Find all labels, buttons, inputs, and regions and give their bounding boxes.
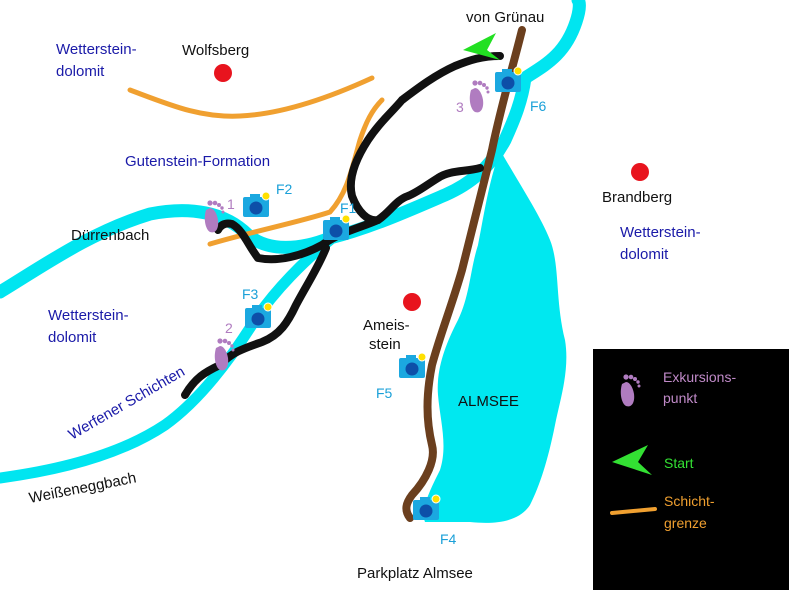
road-to-parkplatz [402, 26, 526, 522]
photo-point-f1-camera-icon[interactable] [322, 214, 351, 241]
excursion-point-3-footprint-icon[interactable] [469, 80, 490, 113]
geo-wetterstein-nw-2: dolomit [56, 63, 105, 80]
weisseneggbach-stream [0, 234, 336, 484]
geo-wetterstein-e-1: Wetterstein- [620, 224, 701, 241]
photo-label-f2: F2 [276, 181, 293, 197]
place-duerrenbach: Dürrenbach [71, 227, 149, 244]
start-arrow-icon [463, 33, 500, 60]
geo-wetterstein-nw-1: Wetterstein- [56, 41, 137, 58]
legend-excursion-line2: punkt [663, 390, 697, 406]
photo-label-f3: F3 [242, 286, 259, 302]
place-brandberg: Brandberg [602, 189, 672, 206]
place-von-gruenau: von Grünau [466, 9, 544, 26]
geo-wetterstein-w-1: Wetterstein- [48, 307, 129, 324]
geo-wetterstein-w-2: dolomit [48, 329, 97, 346]
photo-label-f6: F6 [530, 98, 547, 114]
formation-boundary-south [207, 97, 385, 247]
place-almsee: ALMSEE [458, 393, 519, 410]
map-legend: Exkursions- punkt Start Schicht- grenze [593, 349, 789, 590]
place-ameisstein-1: Ameis- [363, 317, 410, 334]
geo-gutenstein: Gutenstein-Formation [125, 153, 270, 170]
place-parkplatz-almsee: Parkplatz Almsee [357, 565, 473, 582]
geo-wetterstein-e-2: dolomit [620, 246, 669, 263]
legend-excursion-line1: Exkursions- [663, 369, 736, 385]
ameisstein-peak-icon [403, 293, 421, 311]
photo-point-f4-camera-icon[interactable] [412, 494, 441, 521]
place-ameisstein-2: stein [369, 336, 401, 353]
almsee-lake [423, 150, 567, 523]
place-wolfsberg: Wolfsberg [182, 42, 249, 59]
excursion-route-south [181, 244, 330, 399]
photo-point-f5-camera-icon[interactable] [398, 352, 427, 379]
excursion-label-3: 3 [456, 99, 464, 115]
photo-point-f2-camera-icon[interactable] [242, 191, 271, 218]
geo-werfener-schichten: Werfener Schichten [66, 363, 188, 443]
brandberg-peak-icon [631, 163, 649, 181]
legend-boundary-line1: Schicht- [664, 493, 715, 509]
legend-start-label: Start [664, 455, 694, 471]
legend-boundary-swatch [610, 507, 657, 515]
photo-label-f4: F4 [440, 531, 457, 547]
photo-point-f6-camera-icon[interactable] [494, 66, 523, 93]
legend-boundary-line2: grenze [664, 515, 707, 531]
wolfsberg-peak-icon [214, 64, 232, 82]
formation-boundary-north [127, 75, 375, 119]
excursion-route [346, 52, 504, 225]
photo-label-f1: F1 [340, 200, 357, 216]
excursion-label-1: 1 [227, 196, 235, 212]
excursion-label-2: 2 [225, 320, 233, 336]
legend-start-arrow-icon [612, 445, 652, 475]
photo-label-f5: F5 [376, 385, 393, 401]
photo-point-f3-camera-icon[interactable] [244, 302, 273, 329]
duerrenbach-river [0, 0, 586, 299]
